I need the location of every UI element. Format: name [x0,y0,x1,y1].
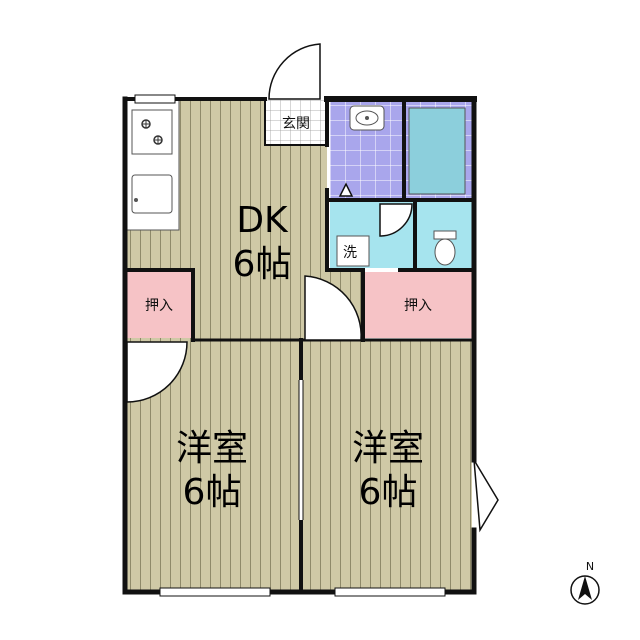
dk-name: DK [236,200,289,241]
western-left-name: 洋室 [176,428,248,469]
entrance-floor [266,100,327,144]
western-right-label: 洋室 6帖 [352,428,424,513]
western-right-size: 6帖 [359,472,418,513]
closet-left-label: 押入 [145,298,173,314]
western-left-size: 6帖 [183,472,242,513]
north-compass-icon: N [570,560,600,605]
wash-label: 洗 [343,245,357,261]
dk-label: DK 6帖 [233,200,292,285]
closet-right-label: 押入 [404,298,432,314]
sink-icon [131,174,173,214]
toilet-icon [433,230,457,266]
washbasin-icon [349,105,385,131]
closet-left [127,272,191,338]
stove-icon [131,109,173,155]
western-right-name: 洋室 [352,428,424,469]
washing-machine-icon [336,235,370,267]
closet-right [365,272,472,338]
western-left-label: 洋室 6帖 [176,428,248,513]
compass-label: N [586,560,594,573]
western-right-floor [301,340,472,592]
entrance-label: 玄関 [282,115,310,132]
dk-size: 6帖 [233,244,292,285]
windows [134,94,446,597]
bathtub-icon [408,107,466,195]
doors [126,43,499,533]
